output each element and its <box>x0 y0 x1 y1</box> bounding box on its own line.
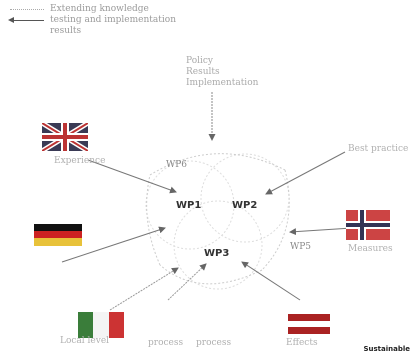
label-wp6: WP6 <box>166 160 188 170</box>
legend-label-knowledge: Extending knowledge <box>50 4 149 14</box>
legend-row-dotted: Extending knowledge <box>10 4 176 15</box>
arrow-bottom-right <box>241 261 301 301</box>
label-right-mid: Measures <box>348 244 393 254</box>
arrow-left <box>61 226 166 263</box>
wp2-node: WP2 <box>232 200 258 211</box>
label-left-top: Experience <box>54 156 106 166</box>
label-bottom-right: Effects <box>286 338 318 348</box>
top-label-1: Policy <box>186 56 213 66</box>
arrow-right <box>289 227 353 236</box>
label-wp5: WP5 <box>290 242 312 252</box>
wp1-node: WP1 <box>176 200 202 211</box>
legend-row-arrow: testing and implementation <box>8 15 176 26</box>
germany-flag-icon <box>34 224 82 246</box>
top-label-2: Results <box>186 67 220 77</box>
legend-label-testing: testing and implementation <box>50 15 176 25</box>
striped-flag-icon <box>288 314 330 334</box>
top-labels: Policy Results Implementation <box>186 56 258 89</box>
arrow-bottom-left <box>109 267 179 311</box>
label-bottom-mid-1: process <box>148 338 184 348</box>
arrow-left-icon <box>8 17 44 23</box>
label-bottom-left: Local level <box>60 336 110 346</box>
wp3-node: WP3 <box>204 248 230 259</box>
legend: Extending knowledge testing and implemen… <box>8 4 176 37</box>
nordic-flag-icon <box>346 210 390 240</box>
arrow-bottom-mid <box>167 263 207 301</box>
arrow-uk <box>87 159 177 194</box>
legend-label-results: results <box>50 26 82 36</box>
label-right-top: Best practice <box>348 144 409 154</box>
arrow-top-right <box>265 151 346 195</box>
top-label-3: Implementation <box>186 78 259 88</box>
logo: Sustainable <box>363 345 410 353</box>
central-cluster <box>145 153 290 290</box>
label-bottom-mid-2: process <box>196 338 232 348</box>
uk-flag-icon <box>42 123 88 151</box>
tricolor-flag-icon <box>78 312 124 338</box>
dotted-line-icon <box>10 9 44 10</box>
